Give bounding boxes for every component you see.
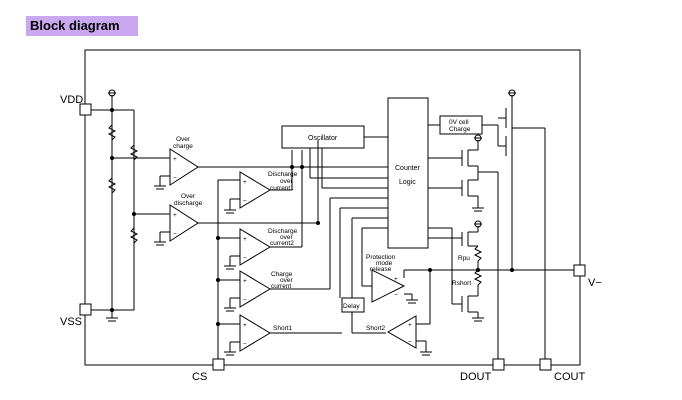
over-discharge-label-2: discharge xyxy=(174,200,203,207)
svg-text:+: + xyxy=(243,179,247,186)
svg-text:−: − xyxy=(243,341,247,348)
dischg-oc1-label-2: over xyxy=(280,178,293,185)
dischg-oc1-label-1: Discharge xyxy=(268,171,298,178)
vdd-label: VDD xyxy=(60,94,83,106)
chip-outline xyxy=(84,49,581,366)
cs-label: CS xyxy=(192,371,207,383)
counter-label: Counter xyxy=(395,165,421,172)
svg-text:−: − xyxy=(173,231,177,238)
junction-dots xyxy=(110,108,514,326)
svg-text:−: − xyxy=(394,292,398,299)
chg-oc-label-1: Charge xyxy=(271,271,293,278)
svg-text:−: − xyxy=(243,297,247,304)
chg-oc-label-3: current xyxy=(271,283,291,290)
prot-release-label-2: mode xyxy=(376,260,393,267)
delay-block xyxy=(341,297,365,313)
zero-v-cell-label: 0V cell xyxy=(449,119,469,126)
rpu-label: Rpu xyxy=(458,255,470,262)
title-banner: Block diagram xyxy=(26,16,138,36)
prot-release-label-3: release xyxy=(370,266,392,273)
short1-label: Short1 xyxy=(273,325,293,332)
page-title: Block diagram xyxy=(30,18,120,33)
svg-text:+: + xyxy=(394,276,398,283)
supply-symbols xyxy=(108,89,516,228)
svg-text:+: + xyxy=(243,322,247,329)
vminus-label: V− xyxy=(588,277,602,289)
counter-logic-block xyxy=(387,97,429,249)
zero-v-charge-label: Charge xyxy=(449,126,471,133)
oscillator-label: Oscillator xyxy=(308,135,338,142)
logic-label: Logic xyxy=(399,179,416,186)
dout-pin-pad xyxy=(492,358,505,371)
ground-symbols xyxy=(106,185,484,356)
cs-pin-pad xyxy=(212,358,225,371)
vdd-pin-pad xyxy=(79,103,92,116)
dischg-oc2-label-2: over xyxy=(280,234,293,241)
svg-text:+: + xyxy=(173,212,177,219)
dischg-oc2-label-1: Discharge xyxy=(268,228,298,235)
cout-pin-pad xyxy=(539,358,552,371)
dischg-oc2-label-3: current2 xyxy=(270,240,294,247)
short2-label: Short2 xyxy=(366,325,386,332)
delay-label: Delay xyxy=(343,303,360,310)
svg-text:−: − xyxy=(243,198,247,205)
svg-text:+: + xyxy=(173,156,177,163)
svg-text:−: − xyxy=(173,175,177,182)
cout-label: COUT xyxy=(554,371,585,383)
rshort-label: Rshort xyxy=(452,280,471,287)
svg-text:−: − xyxy=(408,339,412,346)
chg-oc-label-2: over xyxy=(280,277,293,284)
vminus-pin-pad xyxy=(573,264,586,277)
svg-text:−: − xyxy=(243,255,247,262)
vss-label: VSS xyxy=(60,316,82,328)
svg-text:+: + xyxy=(243,236,247,243)
dout-label: DOUT xyxy=(460,371,491,383)
over-charge-label-2: charge xyxy=(173,143,193,150)
dischg-oc1-label-3: current1 xyxy=(270,185,294,192)
prot-release-label-1: Protection xyxy=(366,254,396,261)
vss-pin-pad xyxy=(79,303,92,316)
svg-text:+: + xyxy=(408,322,412,329)
over-discharge-label-1: Over xyxy=(181,193,196,200)
svg-text:+: + xyxy=(243,278,247,285)
over-charge-label-1: Over xyxy=(176,136,191,143)
comparator-signs: + − + − + − + − + − + − + − + − xyxy=(173,156,412,348)
